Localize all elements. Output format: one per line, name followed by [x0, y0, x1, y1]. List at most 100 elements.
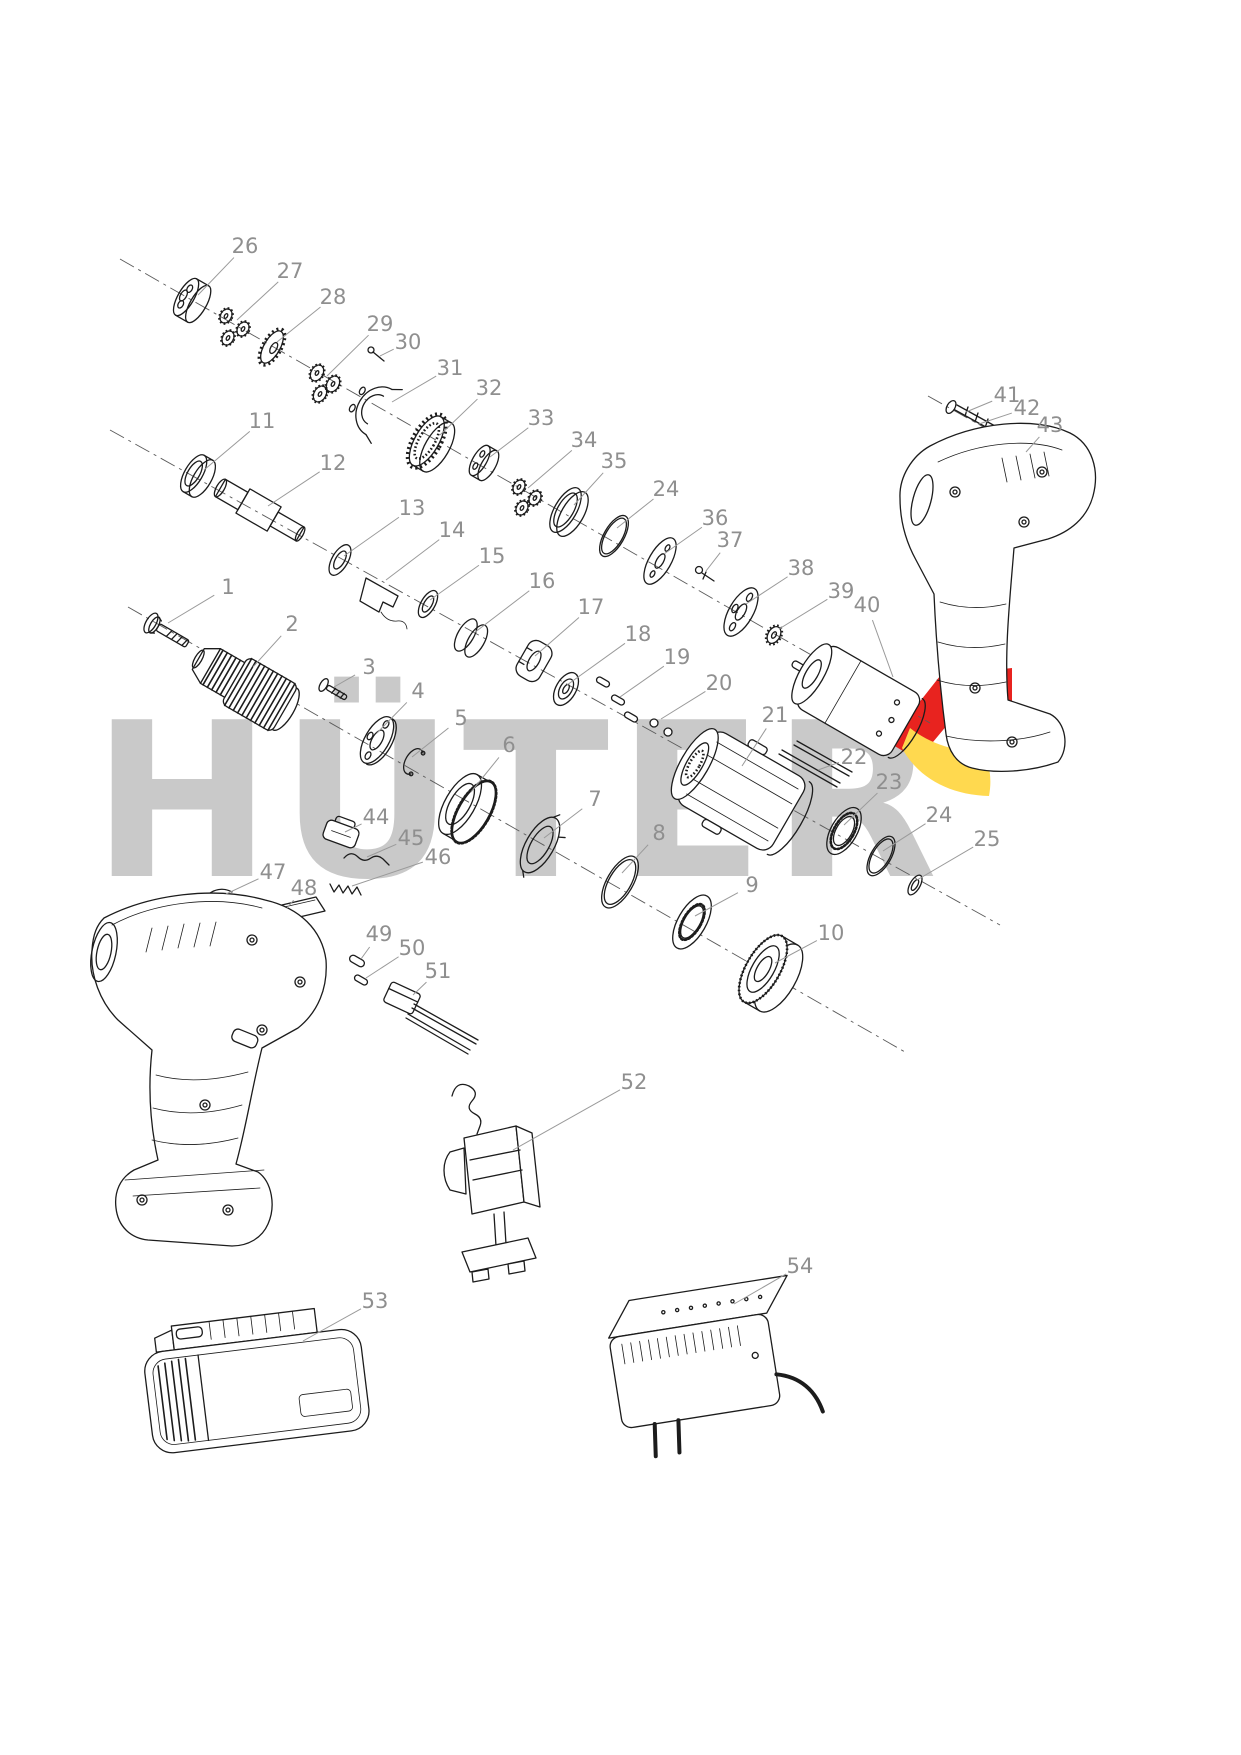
- part-number-27: 27: [277, 259, 304, 283]
- part-number-2: 2: [285, 612, 298, 636]
- leader-line-33: [489, 427, 529, 458]
- part-36-motor-plate: [643, 537, 677, 585]
- part-number-17: 17: [578, 595, 605, 619]
- part-15-ring: [417, 589, 439, 619]
- part-number-45: 45: [398, 826, 425, 850]
- leader-line-1: [167, 594, 215, 624]
- part-30-screw: [367, 346, 385, 362]
- part-number-4: 4: [411, 679, 424, 703]
- part-18-bearing: [552, 671, 580, 707]
- part-20-balls: [649, 718, 673, 737]
- part-number-5: 5: [454, 706, 467, 730]
- part-44-selector-button: [322, 815, 360, 849]
- leader-line-10: [774, 940, 818, 964]
- leader-line-7: [543, 808, 583, 839]
- leader-line-29: [326, 334, 369, 377]
- part-2-chuck: [191, 647, 300, 732]
- part-number-21: 21: [762, 703, 789, 727]
- leader-line-39: [778, 598, 828, 630]
- part-49-pin: [348, 954, 366, 968]
- part-51-terminal-block: [383, 981, 479, 1055]
- part-14-bracket: [359, 577, 408, 630]
- part-number-13: 13: [399, 496, 426, 520]
- part-50-pin: [353, 974, 369, 986]
- housing-left-bosses: [136, 934, 306, 1216]
- part-number-7: 7: [588, 787, 601, 811]
- leader-line-22: [817, 761, 840, 771]
- part-number-15: 15: [479, 544, 506, 568]
- part-1-screw: [143, 612, 190, 648]
- part-53-battery-pack: [144, 1307, 370, 1454]
- part-number-43: 43: [1037, 413, 1064, 437]
- part-number-25: 25: [974, 827, 1001, 851]
- part-28-gear: [257, 327, 287, 367]
- part-12-spindle: [213, 478, 306, 542]
- leader-line-40: [871, 619, 894, 678]
- part-number-12: 12: [320, 451, 347, 475]
- part-5-circlip: [402, 748, 426, 777]
- part-16-washers: [453, 618, 489, 658]
- leader-line-31: [391, 375, 437, 403]
- leader-line-5: [411, 727, 449, 758]
- leader-line-48: [286, 899, 295, 909]
- part-number-6: 6: [502, 733, 515, 757]
- part-number-36: 36: [702, 506, 729, 530]
- part-21-gearbox: [670, 728, 814, 856]
- part-number-53: 53: [362, 1289, 389, 1313]
- part-33-planet-carrier: [468, 444, 500, 482]
- leader-line-11: [203, 430, 251, 471]
- leader-line-16: [473, 590, 530, 634]
- part-number-41: 41: [994, 383, 1021, 407]
- leader-line-8: [621, 844, 649, 874]
- part-9-spring-plate: [672, 894, 712, 950]
- part-number-24: 24: [653, 477, 680, 501]
- housing-left-vents: [145, 921, 217, 953]
- part-housing-right: [899, 422, 1097, 773]
- leader-line-44: [344, 823, 362, 833]
- housing-right-bosses: [949, 466, 1048, 748]
- leader-line-47: [225, 878, 259, 895]
- part-8-ring: [600, 855, 640, 909]
- part-26-planet-carrier: [172, 277, 212, 324]
- part-number-32: 32: [476, 376, 503, 400]
- leader-line-14: [385, 539, 440, 581]
- part-number-49: 49: [366, 922, 393, 946]
- part-number-14: 14: [439, 518, 466, 542]
- part-number-9: 9: [745, 873, 758, 897]
- part-number-26: 26: [232, 234, 259, 258]
- part-13-washer: [328, 544, 352, 576]
- part-number-3: 3: [362, 655, 375, 679]
- leader-line-35: [573, 472, 604, 506]
- part-number-51: 51: [425, 959, 452, 983]
- part-number-11: 11: [249, 409, 276, 433]
- leader-line-19: [619, 665, 665, 698]
- part-number-48: 48: [291, 876, 318, 900]
- part-number-24: 24: [926, 803, 953, 827]
- part-37-screw: [694, 565, 715, 582]
- part-17-clutch-cam: [515, 639, 553, 683]
- leader-line-18: [566, 642, 626, 686]
- leader-line-38: [745, 576, 788, 605]
- part-46-spring: [329, 883, 362, 896]
- leader-line-26: [197, 257, 235, 296]
- part-4-flange-bearing: [359, 716, 397, 766]
- leader-line-12: [267, 471, 320, 507]
- part-number-42: 42: [1014, 396, 1041, 420]
- leader-line-28: [276, 306, 321, 343]
- leader-line-37: [705, 552, 721, 572]
- leader-line-49: [360, 946, 371, 960]
- leader-line-52: [512, 1089, 621, 1151]
- part-number-33: 33: [528, 406, 555, 430]
- leader-line-20: [660, 691, 706, 720]
- part-number-10: 10: [818, 921, 845, 945]
- part-number-35: 35: [601, 449, 628, 473]
- leader-line-15: [429, 564, 480, 601]
- part-52-trigger-switch: [443, 1083, 541, 1283]
- housing-right-vents: [1001, 451, 1050, 483]
- part-45-spring-wire: [343, 853, 390, 866]
- part-19-pins: [595, 676, 639, 723]
- part-54-charger: [608, 1274, 825, 1459]
- part-number-54: 54: [787, 1254, 814, 1278]
